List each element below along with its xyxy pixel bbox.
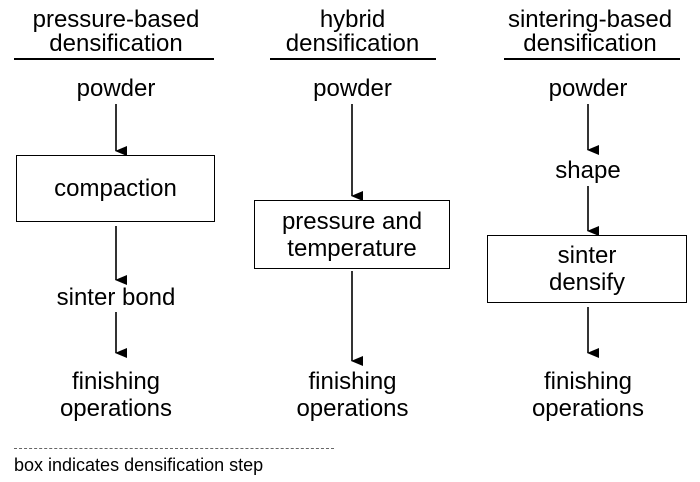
step-sinter-densify: sinter densify bbox=[548, 242, 626, 296]
densification-box-compaction: compaction bbox=[16, 155, 215, 222]
footnote-divider bbox=[14, 448, 334, 449]
densification-box-pressure-and-temperature: pressure and temperature bbox=[254, 200, 450, 269]
header-line-2: densification bbox=[49, 30, 183, 57]
header-line-1: pressure-based bbox=[32, 6, 200, 33]
step-finishing-operations-label: finishing operations bbox=[59, 368, 173, 422]
step-powder: powder bbox=[313, 75, 392, 102]
column-header-pressure: pressure-based densification bbox=[0, 8, 232, 56]
header-underline bbox=[504, 58, 680, 60]
step-finishing-operations: finishing operations bbox=[250, 368, 455, 422]
step-finishing-operations: finishing operations bbox=[488, 368, 688, 422]
step-finishing-operations-label: finishing operations bbox=[531, 368, 645, 422]
header-underline bbox=[14, 58, 214, 60]
header-line-2: densification bbox=[523, 30, 657, 57]
step-sinter-bond: sinter bond bbox=[56, 284, 176, 311]
step-finishing-operations-label: finishing operations bbox=[296, 368, 409, 422]
step-finishing-operations: finishing operations bbox=[14, 368, 218, 422]
header-line-1: hybrid bbox=[319, 6, 386, 33]
header-line-1: sintering-based bbox=[507, 6, 673, 33]
header-underline bbox=[270, 58, 436, 60]
footnote: box indicates densification step bbox=[14, 455, 264, 475]
step-powder: powder bbox=[548, 75, 628, 102]
step-pressure-and-temperature: pressure and temperature bbox=[281, 207, 423, 262]
column-header-sintering: sintering-based densification bbox=[480, 8, 700, 56]
step-powder: powder bbox=[76, 75, 156, 102]
column-header-hybrid: hybrid densification bbox=[250, 8, 455, 56]
densification-box-sinter-densify: sinter densify bbox=[487, 235, 687, 303]
step-compaction: compaction bbox=[54, 175, 177, 202]
header-line-2: densification bbox=[285, 30, 420, 57]
step-shape: shape bbox=[555, 157, 621, 184]
